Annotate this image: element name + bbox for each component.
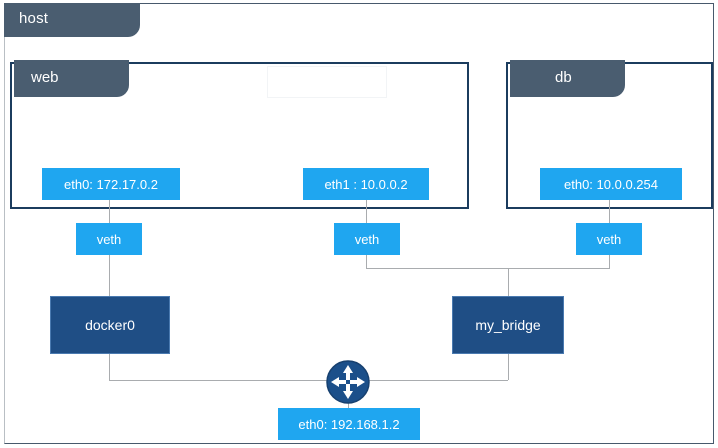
veth-node-2[interactable]: veth	[334, 223, 400, 255]
veth-node-3[interactable]: veth	[576, 223, 642, 255]
line-bus-drop-my-bridge	[508, 268, 509, 296]
line-veth2-to-bus	[366, 255, 367, 268]
line-router-bus	[109, 380, 508, 381]
line-veth3-to-bus	[609, 255, 610, 268]
veth-node-1[interactable]: veth	[76, 223, 142, 255]
bridge-my-bridge[interactable]: my_bridge	[452, 296, 564, 354]
interface-web-eth1[interactable]: eth1 : 10.0.0.2	[303, 168, 429, 200]
interface-web-eth0[interactable]: eth0: 172.17.0.2	[42, 168, 180, 200]
container-db-label: db	[555, 69, 572, 86]
line-db-eth0-to-veth3	[609, 200, 610, 223]
line-my-bridge-to-router-bus	[508, 354, 509, 380]
container-db-label-tab: db	[510, 60, 625, 97]
line-web-eth0-to-veth1	[109, 200, 110, 223]
line-web-eth1-to-veth2	[366, 200, 367, 223]
bridge-docker0[interactable]: docker0	[50, 296, 170, 354]
interface-host-eth0[interactable]: eth0: 192.168.1.2	[278, 408, 420, 440]
host-label: host	[19, 10, 49, 27]
router-icon[interactable]	[326, 360, 370, 404]
container-web-label: web	[31, 69, 59, 86]
web-placeholder-box	[267, 66, 387, 98]
line-bus-to-my-bridge	[366, 268, 610, 269]
host-label-tab: host	[4, 3, 140, 37]
line-veth1-to-docker0	[109, 255, 110, 296]
container-web-label-tab: web	[14, 60, 129, 97]
interface-db-eth0[interactable]: eth0: 10.0.0.254	[540, 168, 682, 200]
line-docker0-to-router-bus	[109, 354, 110, 380]
